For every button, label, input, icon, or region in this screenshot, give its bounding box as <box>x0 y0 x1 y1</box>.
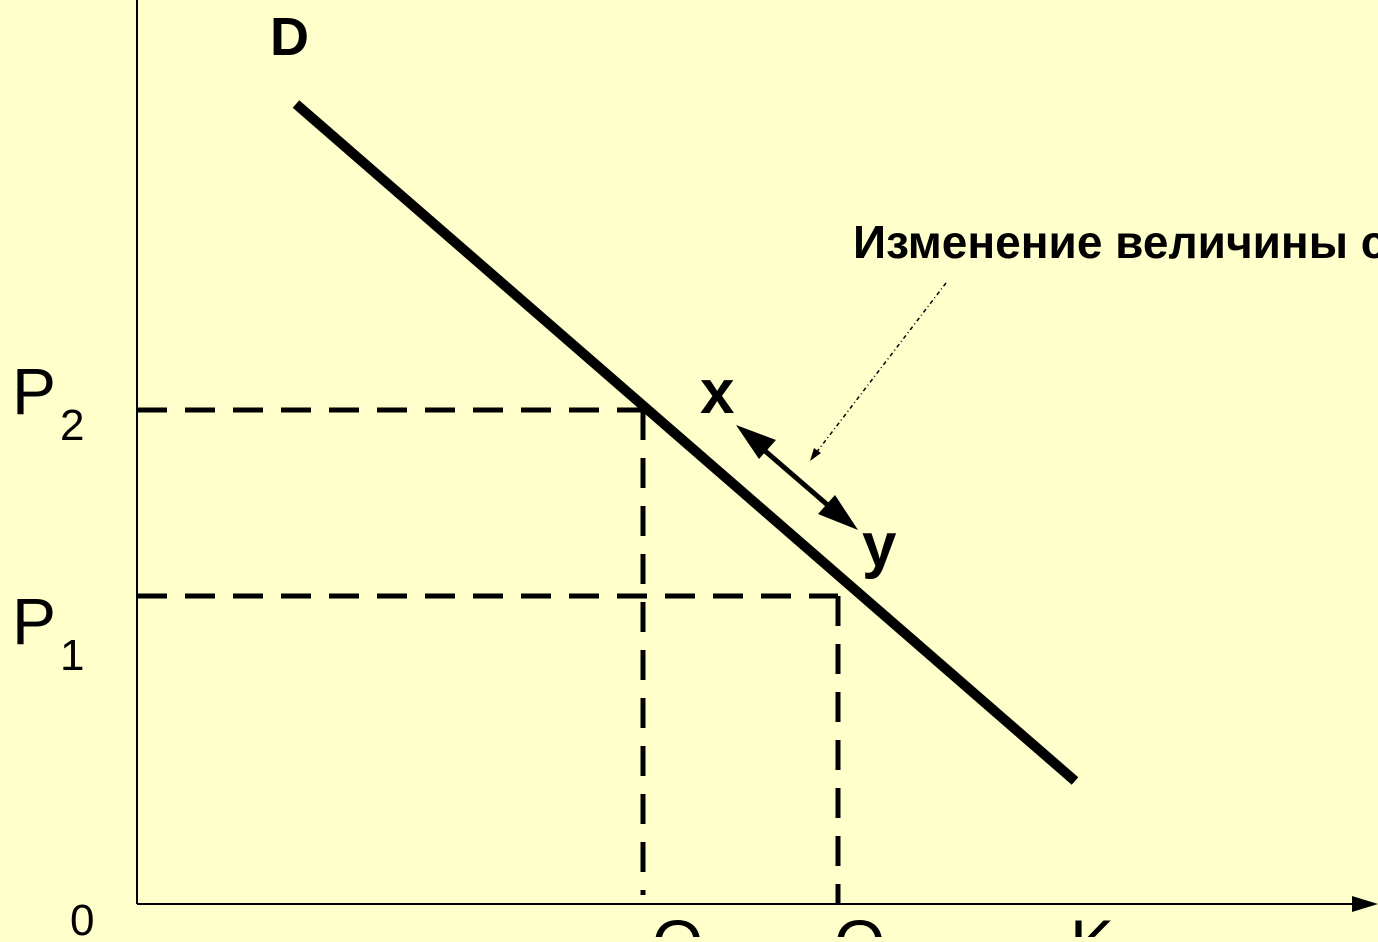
double-headed-arrow-icon <box>736 425 858 530</box>
annotation-text: Изменение величины спроса <box>853 216 1378 268</box>
point-y-label: y <box>862 511 897 580</box>
q2-label: Q <box>834 906 885 937</box>
p2-subscript: 2 <box>60 401 84 450</box>
q1-label: Q <box>652 906 703 937</box>
p1-subscript: 1 <box>60 631 84 680</box>
origin-label: 0 <box>70 896 94 937</box>
point-x-label: x <box>700 358 735 427</box>
demand-curve-label: D <box>270 7 309 67</box>
demand-curve <box>292 100 1079 785</box>
p2-label: P <box>12 354 56 428</box>
p1-label: P <box>12 584 56 658</box>
dotted-pointer-arrow-icon <box>810 282 947 461</box>
x-axis-label: K <box>1070 906 1114 937</box>
x-axis-arrowhead <box>1352 896 1378 912</box>
